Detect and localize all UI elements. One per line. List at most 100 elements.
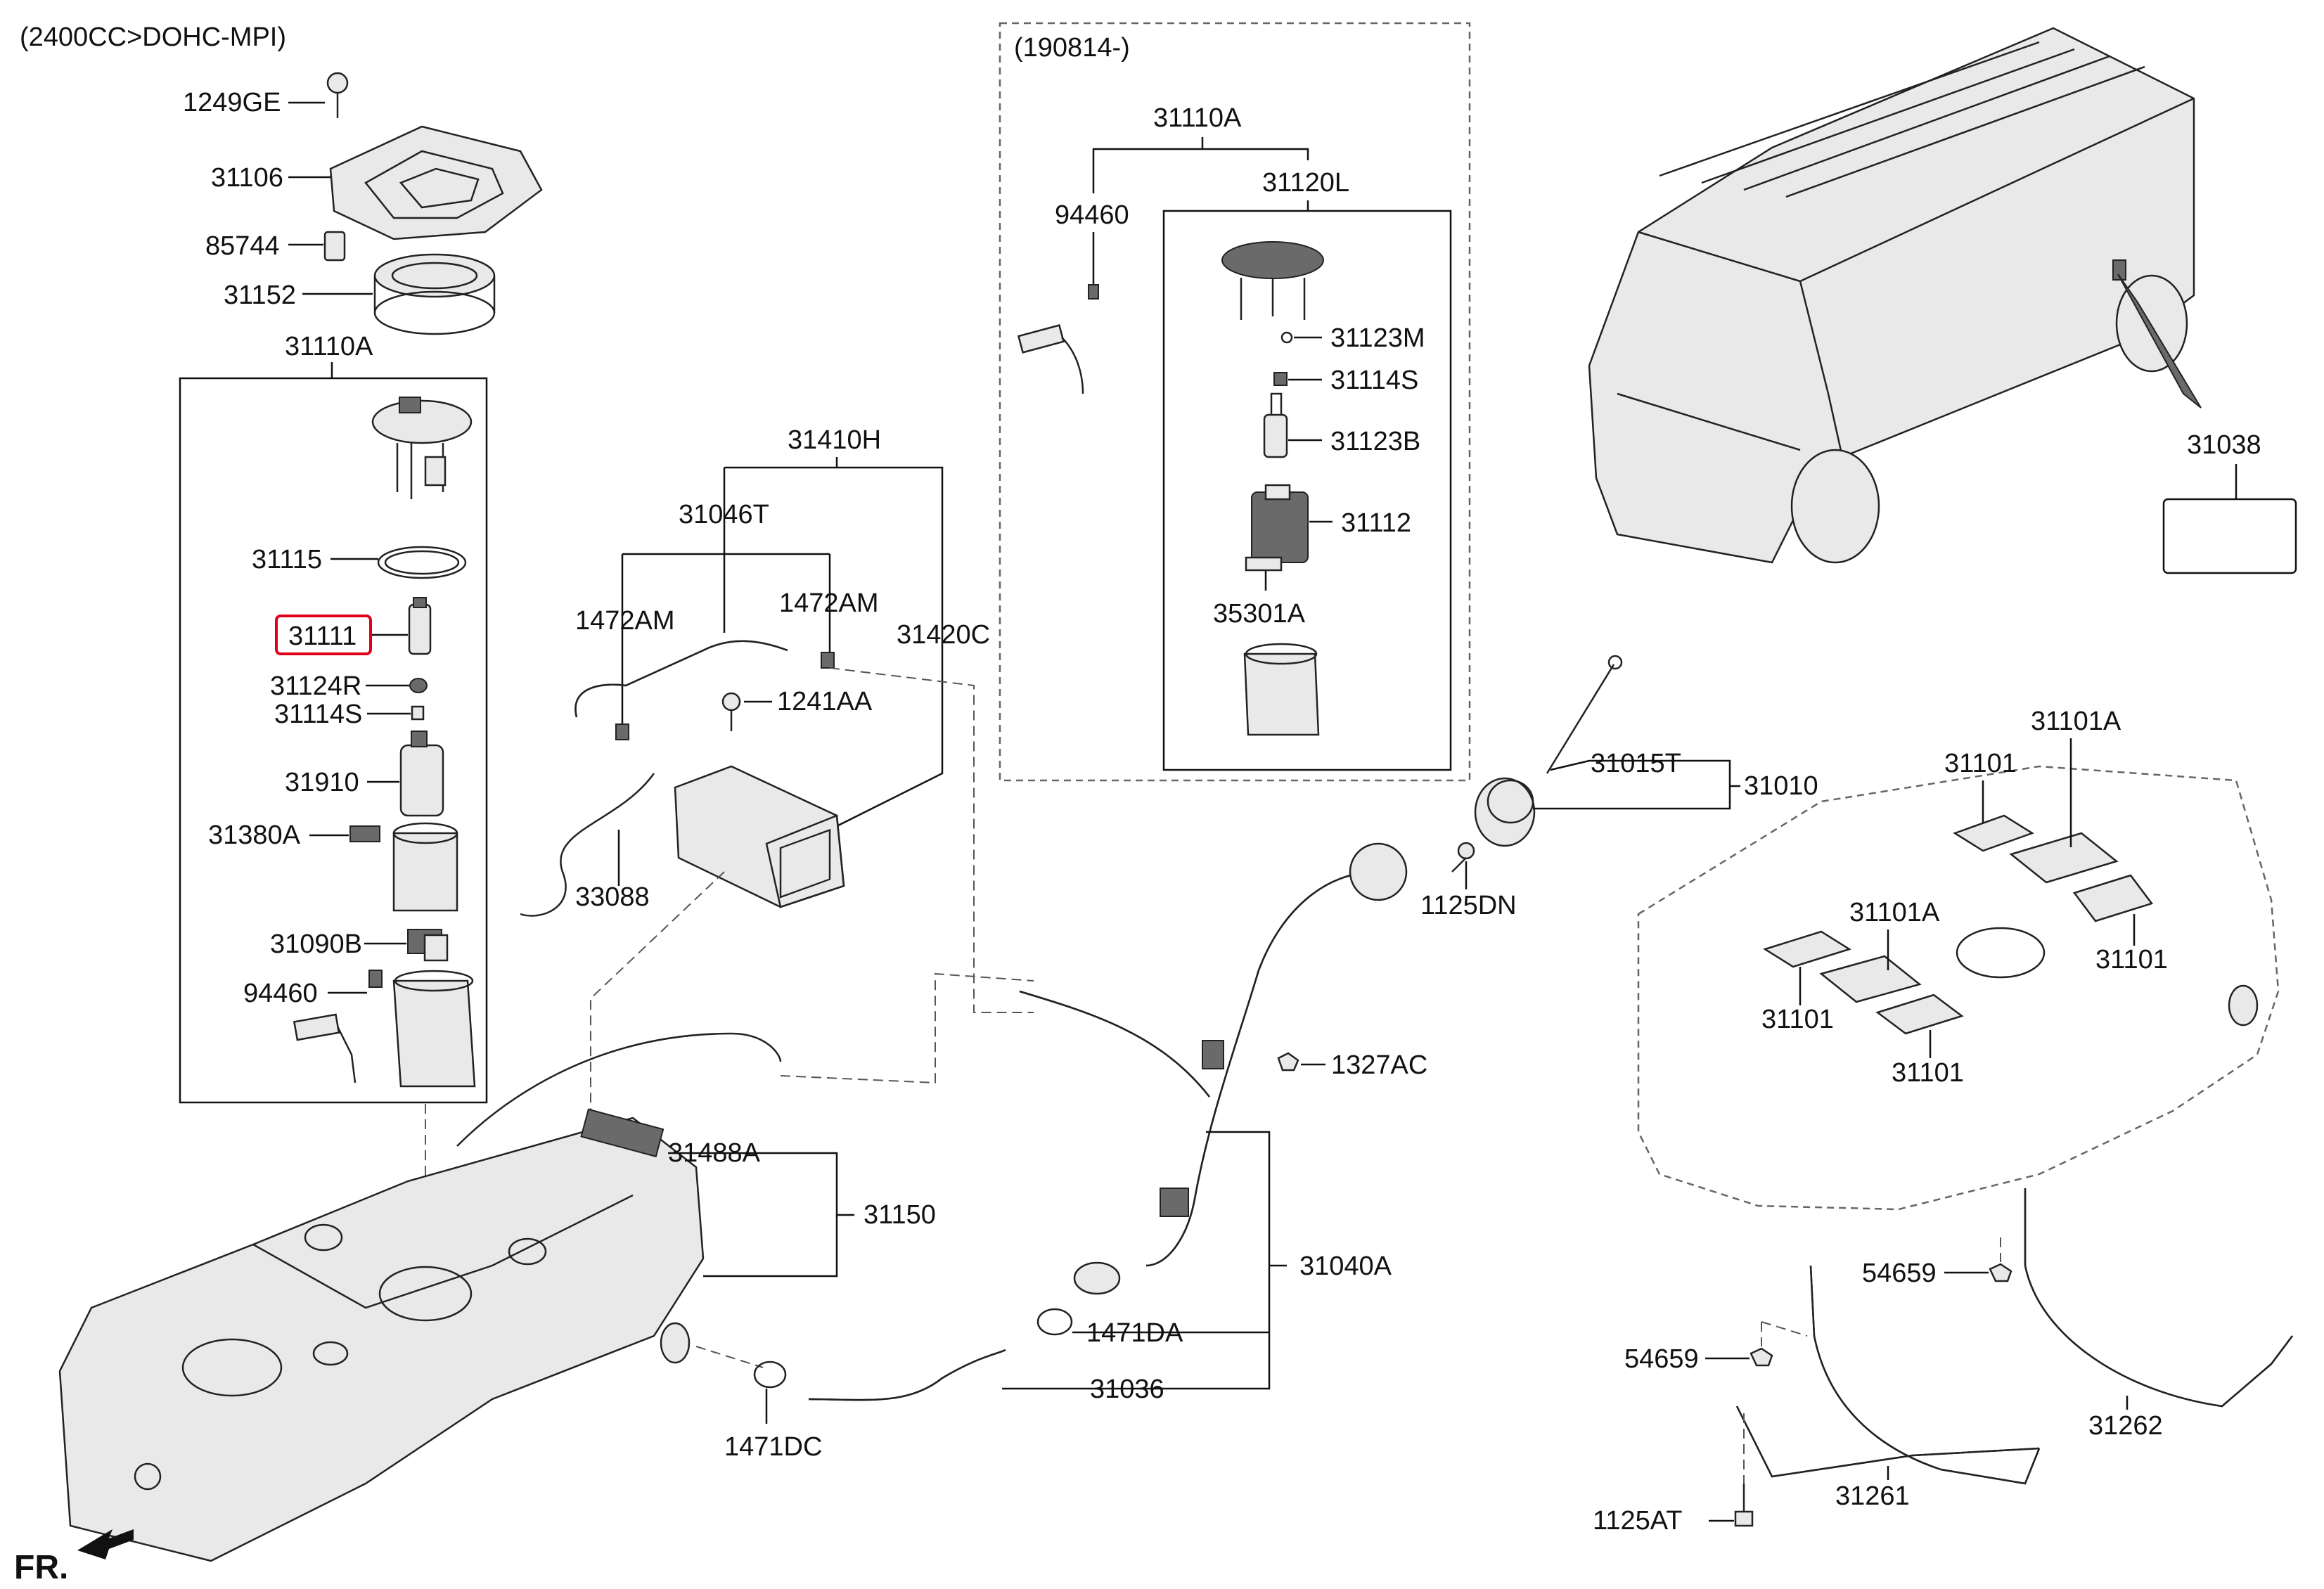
label-33088[interactable]: 33088 <box>575 882 650 912</box>
label-31106[interactable]: 31106 <box>211 163 283 193</box>
label-1327AC[interactable]: 1327AC <box>1331 1050 1427 1080</box>
label-1125DN[interactable]: 1125DN <box>1420 891 1517 920</box>
nut-54659-b-part <box>1750 1347 1773 1367</box>
tank-outline-dashed <box>1637 765 2280 1211</box>
pump-flange-top-part <box>1221 241 1324 320</box>
label-94460-left[interactable]: 94460 <box>243 979 318 1008</box>
label-31410H[interactable]: 31410H <box>788 425 881 455</box>
sender-reservoir-part <box>293 970 476 1088</box>
part-35301A <box>1245 556 1283 572</box>
revision-group-frame <box>999 22 1471 782</box>
label-35301A[interactable]: 35301A <box>1213 599 1306 629</box>
label-31101A-top[interactable]: 31101A <box>2031 707 2121 736</box>
label-31101A-mid[interactable]: 31101A <box>1849 898 1940 927</box>
part-31114S-right <box>1273 372 1288 386</box>
part-31380A <box>349 822 458 912</box>
label-31114S-left[interactable]: 31114S <box>274 700 362 729</box>
label-1249GE[interactable]: 1249GE <box>183 88 281 117</box>
label-31040A[interactable]: 31040A <box>1299 1252 1392 1281</box>
label-1471DC[interactable]: 1471DC <box>724 1432 822 1462</box>
date-note: (190814-) <box>1014 33 1130 63</box>
label-31123M[interactable]: 31123M <box>1330 323 1425 353</box>
label-31420C[interactable]: 31420C <box>897 620 990 650</box>
label-31910[interactable]: 31910 <box>285 768 359 797</box>
label-85744[interactable]: 85744 <box>205 231 280 261</box>
hose-33088-part <box>520 773 655 917</box>
label-31112[interactable]: 31112 <box>1341 508 1411 538</box>
hose-31036-part <box>808 1349 1006 1401</box>
label-1472AM-left[interactable]: 1472AM <box>575 606 675 636</box>
engine-note: (2400CC>DOHC-MPI) <box>20 22 286 52</box>
pump-assy-frame <box>1162 210 1452 771</box>
label-31046T[interactable]: 31046T <box>679 500 769 529</box>
fuel-filter-31910-part <box>399 731 444 817</box>
pump-module-frame <box>179 377 488 1104</box>
label-31110A-top[interactable]: 31110A <box>1153 103 1242 133</box>
label-31152[interactable]: 31152 <box>224 281 296 310</box>
label-54659-b[interactable]: 54659 <box>1624 1344 1699 1374</box>
highlight-box-31111 <box>275 615 372 655</box>
label-31261[interactable]: 31261 <box>1835 1481 1910 1511</box>
label-31488A[interactable]: 31488A <box>668 1138 761 1168</box>
label-1125AT[interactable]: 1125AT <box>1593 1506 1682 1536</box>
nut-85744-part <box>323 231 346 262</box>
label-1472AM-right[interactable]: 1472AM <box>779 588 879 618</box>
screw-1249GE-part <box>326 72 349 118</box>
label-31010[interactable]: 31010 <box>1744 771 1818 801</box>
strap-31261-part <box>1735 1265 2041 1485</box>
part-31090B <box>407 929 449 962</box>
label-31090B[interactable]: 31090B <box>270 929 362 959</box>
bolt-1125DN-part <box>1451 842 1475 873</box>
strap-31262-part <box>2024 1188 2293 1408</box>
front-direction-arrow <box>77 1529 134 1559</box>
pump-flange-part <box>371 397 473 499</box>
filler-neck-31040A-part <box>1019 842 1408 1295</box>
label-31101-c[interactable]: 31101 <box>1761 1005 1834 1034</box>
tether-strap-part <box>1546 664 1615 774</box>
label-31120L[interactable]: 31120L <box>1262 168 1349 198</box>
part-31124R <box>409 678 428 693</box>
label-31101-a[interactable]: 31101 <box>1944 749 2017 778</box>
bolt-1241AA-part <box>721 692 741 731</box>
label-31262[interactable]: 31262 <box>2088 1411 2163 1441</box>
label-31115[interactable]: 31115 <box>252 545 322 574</box>
sender-94460-part <box>1017 284 1099 394</box>
label-31150[interactable]: 31150 <box>864 1200 936 1230</box>
label-31101-b[interactable]: 31101 <box>2095 945 2168 974</box>
label-31111[interactable]: 31111 <box>288 622 357 651</box>
label-31101-d[interactable]: 31101 <box>1892 1058 1964 1088</box>
label-31123B[interactable]: 31123B <box>1330 427 1420 456</box>
label-31380A[interactable]: 31380A <box>208 821 301 850</box>
label-31114S-right[interactable]: 31114S <box>1330 366 1418 395</box>
fuel-cap-31010-part <box>1474 777 1536 847</box>
bolt-1125AT-part <box>1734 1484 1754 1527</box>
label-1241AA[interactable]: 1241AA <box>777 687 873 716</box>
label-54659-a[interactable]: 54659 <box>1862 1259 1937 1288</box>
label-31110A-left[interactable]: 31110A <box>285 332 373 361</box>
label-31015T[interactable]: 31015T <box>1591 749 1681 778</box>
vapor-hose-31046T-part <box>574 640 835 740</box>
label-31036[interactable]: 31036 <box>1090 1375 1164 1404</box>
reservoir-cup-part <box>1243 643 1320 736</box>
caution-label-31038 <box>2162 498 2297 574</box>
fuel-tank-31150-part <box>58 1032 782 1562</box>
label-31124R[interactable]: 31124R <box>270 671 361 701</box>
clamp-1471DA-part <box>1036 1308 1073 1336</box>
label-94460-top[interactable]: 94460 <box>1055 200 1129 230</box>
vehicle-illustration <box>1588 27 2202 564</box>
insulator-pad-31101-part <box>1763 814 2154 1035</box>
nut-54659-a-part <box>1989 1263 2012 1282</box>
cover-plate-31106-part <box>329 125 543 240</box>
lock-ring-31152-part <box>373 253 496 335</box>
label-31038[interactable]: 31038 <box>2187 430 2261 460</box>
seal-ring-31115-part <box>377 546 467 579</box>
fuel-pump-31112-part <box>1251 484 1309 563</box>
fuel-pump-31111-part <box>408 597 432 655</box>
label-1471DA[interactable]: 1471DA <box>1086 1318 1183 1348</box>
nut-1327AC-part <box>1277 1052 1299 1072</box>
part-31123M <box>1280 331 1293 344</box>
pressure-regulator-31123B-part <box>1263 392 1288 458</box>
part-31114S-left <box>411 705 425 721</box>
clamp-1471DC-part <box>753 1360 787 1389</box>
